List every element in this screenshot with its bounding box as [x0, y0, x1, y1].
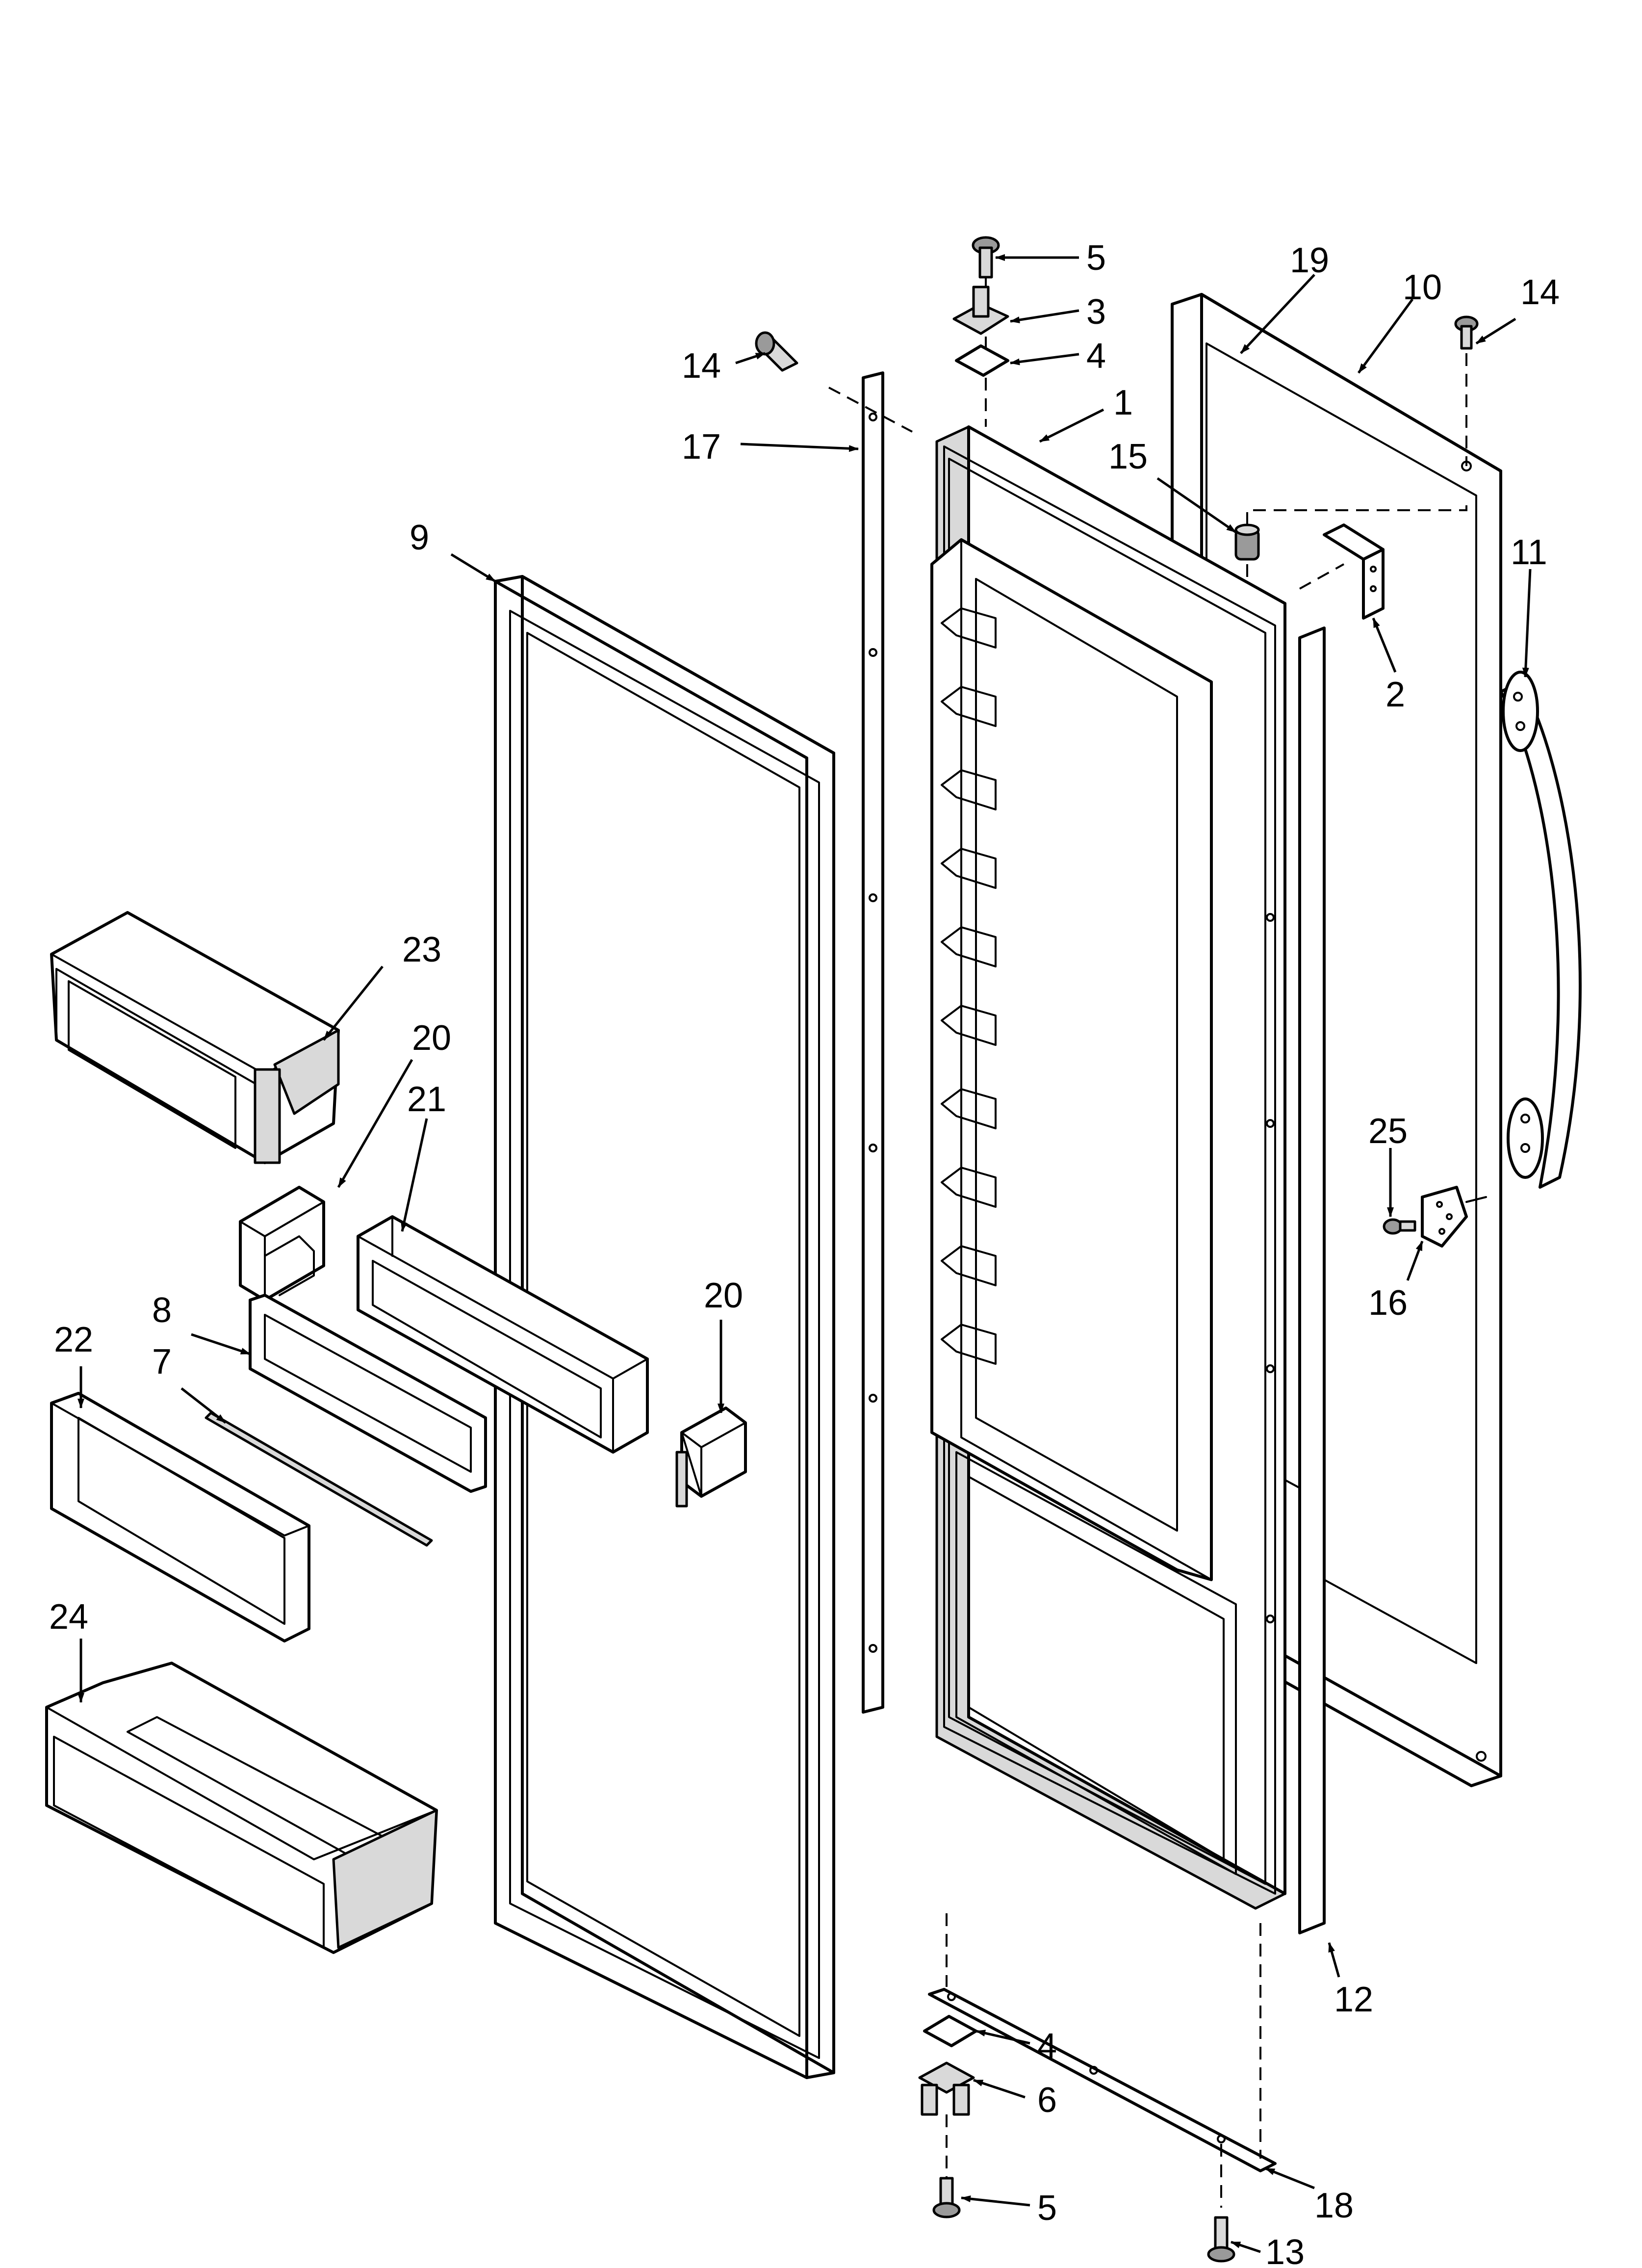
- callout-19: 19: [1290, 241, 1329, 280]
- callout-5-bottom: 5: [1037, 2189, 1057, 2228]
- part-20-bracket-right: [675, 1407, 747, 1508]
- callout-21: 21: [407, 1080, 446, 1119]
- callout-7: 7: [152, 1342, 172, 1382]
- callout-1: 1: [1113, 383, 1133, 422]
- part-8-frame: [249, 1294, 487, 1493]
- part-7-rod: [205, 1411, 433, 1547]
- part-22-door-front: [50, 1392, 310, 1642]
- part-9-door-gasket: [494, 575, 835, 2079]
- callout-20-right: 20: [704, 1276, 743, 1315]
- part-15-bushing: [1234, 523, 1260, 561]
- callout-5-top: 5: [1086, 238, 1106, 278]
- part-11-handle: [1499, 671, 1582, 1189]
- callout-3: 3: [1086, 292, 1106, 332]
- callout-labels: 5 3 4 1 15 19 10 14 14 17 9 11 2 25 16 2…: [49, 238, 1560, 2268]
- callout-4-top: 4: [1086, 337, 1106, 376]
- door-shelf-rails: [941, 607, 997, 1365]
- leader-lines: [77, 254, 1532, 2253]
- callout-20-left: 20: [412, 1018, 451, 1058]
- part-3-hinge: [952, 286, 1009, 335]
- callout-13: 13: [1265, 2233, 1305, 2268]
- callout-2: 2: [1385, 675, 1405, 714]
- callout-8: 8: [152, 1291, 172, 1330]
- part-17-trim-strip: [828, 371, 913, 1714]
- callout-15: 15: [1108, 437, 1148, 476]
- part-13-screw: [1207, 2216, 1235, 2263]
- callout-24: 24: [49, 1597, 88, 1637]
- callout-11: 11: [1511, 533, 1547, 572]
- part-24-door-bin: [45, 1662, 438, 1954]
- part-21-crisper: [357, 1215, 649, 1454]
- part-12-seal-strip: [1298, 626, 1326, 1934]
- top-hinge-hardware: [952, 236, 1009, 427]
- callout-22: 22: [54, 1320, 93, 1359]
- part-5-screw-top: [972, 236, 1000, 279]
- part-1-door-assembly: [930, 425, 1286, 1910]
- part-14-screw-right: [1454, 315, 1479, 350]
- part-23-door-bin: [50, 911, 340, 1164]
- part-6-hinge-bottom: [918, 2061, 975, 2116]
- callout-23: 23: [402, 930, 441, 969]
- callout-12: 12: [1334, 1980, 1373, 2019]
- part-25-screw: [1383, 1218, 1416, 1235]
- callout-9: 9: [410, 518, 429, 557]
- part-5-screw-bottom: [932, 2177, 961, 2218]
- callout-6: 6: [1037, 2081, 1057, 2120]
- callout-16: 16: [1368, 1283, 1408, 1323]
- callout-18: 18: [1314, 2186, 1354, 2225]
- callout-4-bottom: 4: [1037, 2027, 1057, 2066]
- part-2-bracket: [1323, 523, 1385, 620]
- part-16-plate: [1421, 1186, 1468, 1248]
- callout-25: 25: [1368, 1112, 1408, 1151]
- callout-17: 17: [682, 427, 721, 467]
- part-18-bottom-plate: [928, 1988, 1277, 2172]
- part-14-screw-left: [755, 331, 798, 372]
- callout-14-left: 14: [682, 346, 721, 386]
- part-4-shim-top: [955, 344, 1009, 377]
- callout-10: 10: [1403, 268, 1442, 307]
- part-20-bracket-left: [239, 1186, 325, 1302]
- part-4-shim-bottom: [923, 2015, 977, 2047]
- callout-14-right: 14: [1520, 273, 1560, 312]
